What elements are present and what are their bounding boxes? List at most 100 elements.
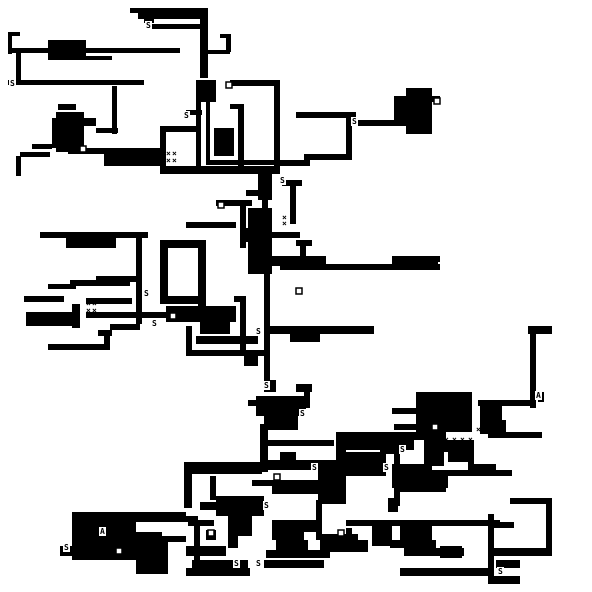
wall-segment	[428, 428, 438, 434]
wall-segment	[96, 128, 118, 133]
wall-segment	[188, 520, 214, 526]
wall-segment	[72, 118, 96, 126]
wall-segment	[280, 160, 310, 166]
trap-marker: ×	[166, 156, 171, 165]
wall-segment	[488, 432, 542, 438]
trap-marker: ×	[92, 299, 97, 308]
wall-segment	[264, 410, 298, 430]
wall-segment	[198, 240, 206, 306]
wall-segment	[192, 560, 248, 568]
wall-segment	[372, 526, 392, 546]
wall-segment	[290, 184, 296, 224]
chest-marker	[207, 529, 215, 537]
trap-marker: ×	[282, 219, 287, 228]
wall-segment	[160, 296, 206, 304]
stair-marker-background	[383, 463, 390, 472]
stair-marker: S	[256, 327, 261, 336]
item-marker-background	[99, 527, 106, 536]
trap-marker: ×	[172, 149, 177, 158]
wall-segment	[226, 34, 231, 52]
wall-segment	[280, 452, 296, 460]
wall-segment	[172, 312, 206, 318]
wall-segment	[86, 312, 176, 318]
wall-segment	[264, 440, 334, 446]
wall-segment	[16, 52, 21, 82]
wall-segment	[186, 326, 192, 356]
chest-marker	[273, 473, 281, 481]
stair-marker-background	[263, 381, 270, 390]
wall-segment	[488, 514, 494, 580]
wall-segment	[96, 276, 140, 282]
wall-segment	[24, 296, 64, 302]
wall-segment	[262, 460, 342, 470]
wall-segment	[104, 336, 110, 350]
stair-marker-background	[151, 319, 158, 328]
wall-segment	[270, 232, 300, 238]
wall-segment	[136, 540, 168, 574]
wall-segment	[528, 326, 552, 334]
wall-segment	[272, 520, 304, 540]
wall-segment	[16, 156, 21, 176]
wall-segment	[8, 32, 20, 36]
chest-marker	[169, 312, 177, 320]
wall-segment	[426, 96, 440, 102]
wall-segment	[380, 448, 400, 454]
stair-marker-background	[299, 409, 306, 418]
wall-segment	[200, 322, 230, 334]
trap-marker: ×	[172, 156, 177, 165]
trap-marker: ×	[86, 306, 91, 315]
wall-segment	[394, 96, 406, 126]
item-marker-background	[535, 391, 542, 400]
wall-segment	[60, 546, 138, 556]
stair-marker: S	[234, 559, 239, 568]
wall-segment	[252, 480, 324, 486]
wall-segment	[394, 424, 430, 430]
stair-marker: S	[10, 79, 15, 88]
wall-segment	[86, 298, 132, 304]
wall-segment	[480, 404, 502, 434]
wall-segment	[186, 568, 250, 576]
wall-segment	[282, 180, 302, 186]
wall-segment	[238, 104, 244, 168]
stair-marker: S	[498, 567, 503, 576]
wall-segment	[290, 330, 320, 342]
wall-segment	[240, 200, 246, 248]
wall-segment	[300, 240, 306, 260]
trap-marker: ×	[444, 435, 449, 444]
wall-segment	[230, 80, 280, 86]
wall-segment	[260, 424, 268, 472]
wall-segment	[266, 550, 330, 558]
trap-marker: ×	[476, 425, 481, 434]
wall-segment	[186, 222, 236, 228]
trap-marker: ×	[92, 306, 97, 315]
stair-marker-background	[255, 559, 262, 568]
stair-marker: S	[264, 381, 269, 390]
wall-segment	[240, 296, 246, 352]
wall-segment	[448, 448, 468, 462]
wall-segment	[472, 464, 496, 470]
stair-marker-background	[497, 567, 504, 576]
wall-segment	[130, 8, 208, 13]
wall-segment	[164, 126, 198, 132]
trap-marker: ×	[452, 435, 457, 444]
wall-segment	[490, 522, 514, 528]
stair-marker-background	[233, 559, 240, 568]
stair-marker: S	[312, 463, 317, 472]
wall-segment	[58, 104, 76, 110]
wall-segment	[184, 462, 192, 508]
trap-marker: ×	[468, 435, 473, 444]
wall-segment	[186, 350, 266, 356]
wall-segment	[104, 152, 160, 166]
wall-segment	[196, 80, 216, 102]
chest-marker	[217, 201, 225, 209]
wall-segment	[192, 468, 262, 474]
stair-marker-background	[351, 117, 358, 126]
wall-segment	[8, 32, 12, 54]
wall-segment	[264, 560, 324, 568]
stair-marker: S	[152, 319, 157, 328]
stair-marker: S	[264, 501, 269, 510]
wall-segment	[48, 40, 86, 56]
stair-marker-background	[145, 21, 152, 30]
